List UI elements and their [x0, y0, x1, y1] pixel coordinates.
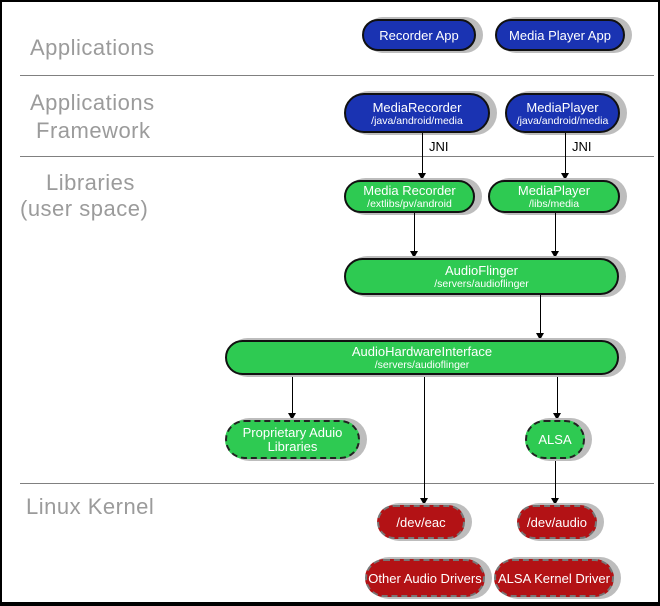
node-dev-eac: /dev/eac [377, 505, 465, 539]
node-alsa-kernel-driver: ALSA Kernel Driver [494, 559, 614, 597]
node-media-recorder-lib: Media Recorder /extlibs/pv/android [344, 180, 475, 213]
node-title: Media Recorder [363, 183, 456, 198]
node-title: MediaPlayer [526, 99, 599, 115]
node-dev-audio: /dev/audio [517, 505, 597, 539]
arrow-line-jni-right [565, 133, 566, 173]
divider-framework-libraries [20, 156, 654, 157]
node-other-audio-drivers: Other Audio Drivers [365, 559, 485, 597]
node-title: Media Player App [509, 27, 611, 43]
node-mediarecorder-framework: MediaRecorder /java/android/media [344, 93, 490, 133]
jni-label-right: JNI [572, 139, 592, 154]
arrow-line-ahi-proprietary [292, 377, 293, 413]
arrowhead-mediaplayer-audioflinger [551, 251, 559, 258]
node-title: AudioHardwareInterface [351, 344, 493, 359]
node-title: Proprietary Aduio Libraries [242, 424, 343, 454]
node-subtitle: /java/android/media [371, 114, 463, 127]
divider-applications-framework [20, 75, 654, 76]
jni-label-left: JNI [429, 139, 449, 154]
arrowhead-alsa-dev-audio [551, 498, 559, 505]
arrow-line-ahi-dev-eac [424, 377, 425, 498]
node-title: Recorder App [379, 27, 459, 43]
node-recorder-app: Recorder App [362, 19, 476, 51]
node-title: MediaRecorder [372, 99, 462, 115]
node-media-player-app: Media Player App [495, 19, 625, 51]
layer-label-framework-line1: Applications [30, 90, 155, 115]
node-subtitle: /extlibs/pv/android [367, 198, 452, 210]
arrow-line-mediarecorder-audioflinger [414, 213, 415, 252]
node-subtitle: /servers/audioflinger [374, 359, 470, 371]
node-audioflinger: AudioFlinger /servers/audioflinger [344, 258, 619, 295]
arrowhead-ahi-alsa [553, 413, 561, 420]
arrowhead-jni-right [561, 173, 569, 180]
node-subtitle: /servers/audioflinger [434, 278, 529, 290]
node-mediaplayer-framework: MediaPlayer /java/android/media [505, 93, 620, 133]
arrow-line-ahi-alsa [557, 377, 558, 413]
node-subtitle: /java/android/media [516, 114, 609, 127]
arrowhead-audioflinger-ahi [536, 333, 544, 340]
layer-label-linux-kernel: Linux Kernel [26, 494, 155, 519]
arrow-line-audioflinger-ahi [540, 295, 541, 333]
arrowhead-mediarecorder-audioflinger [410, 251, 418, 258]
node-title: ALSA Kernel Driver [498, 570, 610, 586]
node-title: /dev/audio [527, 514, 587, 530]
layer-label-applications: Applications [30, 35, 155, 60]
node-title: Other Audio Drivers [368, 570, 482, 586]
node-title: ALSA [538, 432, 572, 447]
node-subtitle: /libs/media [528, 198, 580, 210]
arrowhead-jni-left [418, 173, 426, 180]
arrowhead-ahi-proprietary [288, 413, 296, 420]
node-alsa: ALSA [525, 420, 585, 459]
node-title: MediaPlayer [517, 183, 591, 198]
node-audio-hardware-interface: AudioHardwareInterface /servers/audiofli… [225, 340, 619, 375]
node-title: /dev/eac [396, 514, 446, 530]
divider-libraries-kernel [20, 483, 654, 484]
layer-label-framework-line2: Framework [36, 118, 151, 143]
arrow-line-mediaplayer-audioflinger [555, 213, 556, 252]
arrowhead-ahi-dev-eac [420, 498, 428, 505]
node-proprietary-audio-libraries: Proprietary Aduio Libraries [225, 420, 360, 459]
layer-label-libraries-line1: Libraries [46, 170, 135, 195]
node-title: AudioFlinger [445, 263, 518, 278]
arrow-line-alsa-dev-audio [555, 461, 556, 498]
arrow-line-jni-left [422, 133, 423, 173]
node-mediaplayer-lib: MediaPlayer /libs/media [488, 180, 620, 213]
layer-label-libraries-line2: (user space) [20, 196, 149, 221]
